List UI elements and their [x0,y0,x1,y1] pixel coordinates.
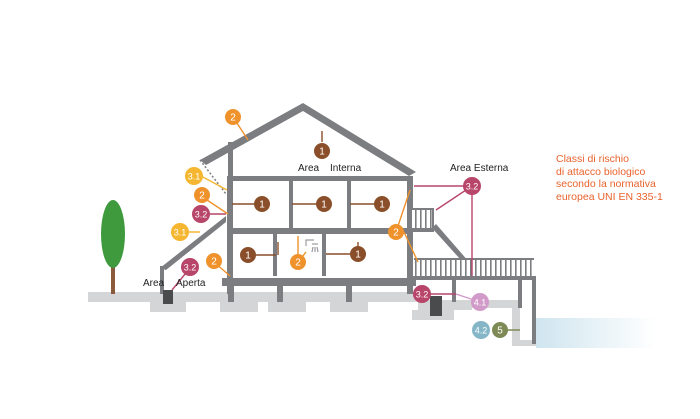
badge-1-room-b: 1 [316,196,332,212]
roof [200,103,416,176]
area-labels: Area Interna Area Esterna Area Aperta [143,163,509,289]
footing-4 [330,302,368,312]
svg-text:3.2: 3.2 [184,263,197,273]
ground [88,292,656,348]
pillar-2 [277,286,283,302]
badge-2-wall: 2 [194,187,210,203]
gable-dashed [199,159,227,195]
footing-3 [268,302,306,312]
label-area-interna-1: Area [298,163,320,174]
svg-text:3.2: 3.2 [416,290,429,300]
svg-text:2: 2 [211,257,217,268]
badge-1-room-c: 1 [374,196,390,212]
ground-slab [222,278,416,286]
label-area-aperta-1: Area [143,278,165,289]
deck-post-1 [452,280,456,302]
canopy-post [160,266,164,294]
tree-trunk [111,248,115,294]
tree [101,200,125,294]
block-left [163,290,173,304]
label-area-esterna: Area Esterna [450,163,509,174]
shower-icon [305,239,319,253]
badge-1-room-d: 1 [240,247,256,263]
legend-line-4: europea UNI EN 335-1 [556,190,663,203]
svg-text:2: 2 [295,258,301,269]
svg-text:5: 5 [497,326,503,337]
risk-badges: 2 1 3.1 2 3.2 3.1 3.2 2 [171,109,508,339]
deck-rail-top [414,258,534,260]
roof-post [228,142,233,184]
badge-1-room-e: 1 [350,246,366,262]
middle-floor [228,228,412,234]
tree-crown [101,200,125,268]
svg-text:1: 1 [259,200,265,211]
left-wall [227,176,233,294]
partition-4 [322,234,326,276]
pillar-1 [228,286,234,302]
attic-floor [228,176,412,181]
block-right [430,296,442,316]
svg-text:4.2: 4.2 [475,326,488,336]
legend-line-2: di attacco biologico [556,165,646,178]
partition-2 [347,181,351,229]
legend-line-3: secondo la normativa [556,178,656,190]
badge-2-roof: 2 [225,109,241,125]
badge-3-1-canopy: 3.1 [171,223,189,241]
badge-4-1: 4.1 [471,293,489,311]
label-area-interna-2: Interna [330,163,362,174]
svg-text:1: 1 [321,200,327,211]
badge-3-2-exterior: 3.2 [463,177,481,195]
badge-2-exterior-wall: 2 [388,224,404,240]
svg-text:3.2: 3.2 [195,210,208,220]
svg-text:2: 2 [230,113,236,124]
balcony-rail-top [412,208,434,210]
house-structure [160,103,536,344]
svg-text:3.2: 3.2 [466,182,479,192]
badge-3-2-deck: 3.2 [413,285,431,303]
svg-text:4.1: 4.1 [474,298,487,308]
deck-post-2 [532,276,536,344]
badge-2-bathroom: 2 [290,254,306,270]
label-area-aperta-2: Aperta [176,278,206,289]
water [536,318,656,348]
svg-text:1: 1 [379,200,385,211]
svg-text:2: 2 [393,228,399,239]
badge-2-ground: 2 [206,253,222,269]
deck-floor [412,276,536,280]
svg-text:2: 2 [199,191,205,202]
svg-text:1: 1 [355,250,361,261]
badge-1-room-a: 1 [254,196,270,212]
badge-3-1-gable: 3.1 [185,167,203,185]
svg-text:3.1: 3.1 [174,228,187,238]
right-wall [407,176,413,294]
deck-railing [414,260,534,276]
legend-text: Classi di rischio di attacco biologico s… [556,153,696,203]
badge-1-attic: 1 [314,143,330,159]
legend-line-1: Classi di rischio [556,153,629,165]
balcony-railing [412,210,432,228]
badge-3-2-wall: 3.2 [192,205,210,223]
svg-text:1: 1 [319,147,325,158]
ground-bank [472,300,536,346]
canopy [160,216,226,270]
pillar-3 [346,286,352,302]
badge-4-2: 4.2 [472,321,490,339]
footing-2 [220,302,258,312]
svg-text:3.1: 3.1 [188,172,201,182]
leader-31a [200,175,228,191]
badge-3-2-open: 3.2 [181,258,199,276]
ground-left [88,292,418,302]
svg-text:1: 1 [245,251,251,262]
footing-1 [150,302,186,312]
badge-5: 5 [492,322,508,338]
balcony-floor [412,228,434,232]
ground-step [418,300,472,310]
leader-2d2 [403,231,419,263]
deck-post-3 [518,280,522,308]
partition-1 [289,181,293,229]
